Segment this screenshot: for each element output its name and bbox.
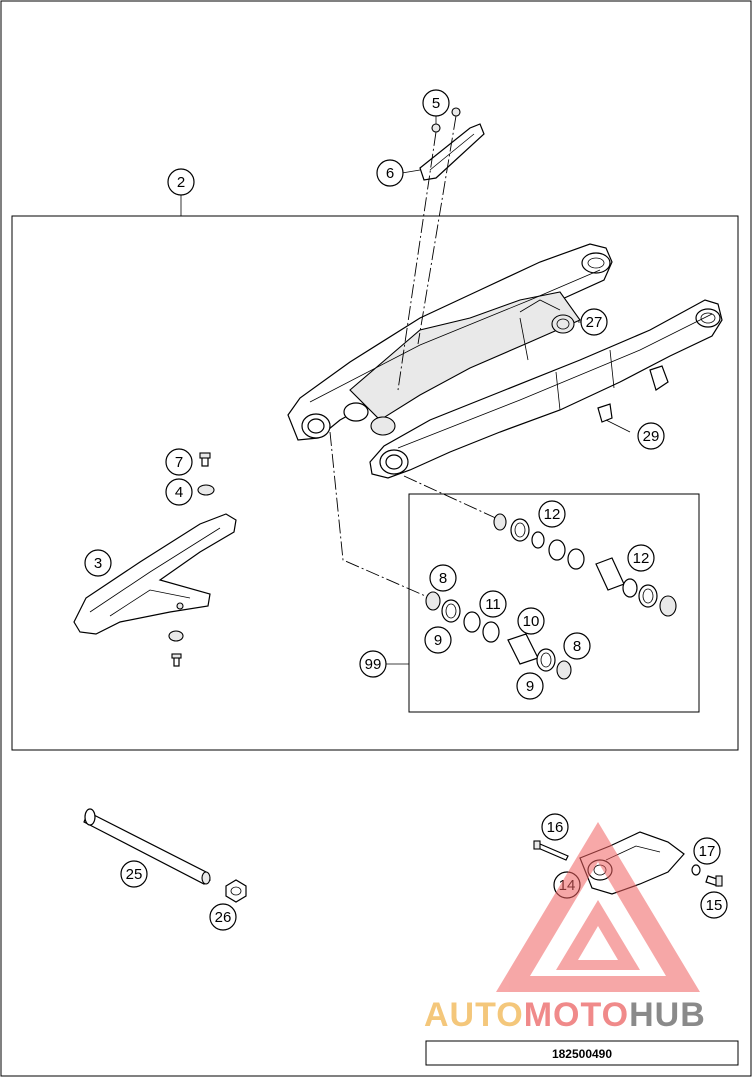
- callout-9a-label: 9: [434, 632, 442, 649]
- part-number: 182500490: [552, 1047, 612, 1061]
- callout-25: 25: [120, 860, 148, 888]
- callout-8a-label: 8: [439, 570, 447, 587]
- callout-4: 4: [165, 478, 193, 506]
- swingarm-assembly-frame: [11, 215, 739, 751]
- callout-7: 7: [165, 448, 193, 476]
- callout-15-label: 15: [706, 897, 723, 914]
- callout-15: 15: [700, 891, 728, 919]
- callout-2-label: 2: [177, 174, 185, 191]
- bearing-row-upper: [493, 513, 677, 617]
- watermark-moto: MOTO: [524, 996, 629, 1034]
- callout-26: 26: [209, 903, 237, 931]
- bolt-part-16: [533, 840, 569, 861]
- callout-6: 6: [376, 159, 404, 187]
- callout-10-label: 10: [523, 613, 540, 630]
- callout-8b-label: 8: [573, 638, 581, 655]
- callout-7-label: 7: [175, 454, 183, 471]
- callout-9a: 9: [424, 626, 452, 654]
- callout-8a: 8: [429, 564, 457, 592]
- callout-6-label: 6: [386, 165, 394, 182]
- swingarm-part: [287, 243, 723, 479]
- callout-17: 17: [693, 837, 721, 865]
- callout-12b: 12: [627, 544, 655, 572]
- callout-11: 11: [479, 590, 507, 618]
- callout-12a-label: 12: [544, 506, 561, 523]
- callout-2: 2: [167, 168, 195, 196]
- screw-part-15: [705, 875, 723, 887]
- callout-25-label: 25: [126, 866, 143, 883]
- washer-part-4: [197, 484, 215, 496]
- bracket-part-6: [419, 107, 485, 181]
- callout-27-label: 27: [586, 314, 603, 331]
- screw-part-7: [199, 452, 211, 467]
- watermark-hub: HUB: [629, 996, 706, 1034]
- part-number-box: [425, 1040, 739, 1066]
- watermark-auto: AUTO: [424, 996, 524, 1034]
- callout-10: 10: [517, 607, 545, 635]
- callout-29-label: 29: [643, 428, 660, 445]
- callout-5: 5: [422, 89, 450, 117]
- callout-8b: 8: [563, 632, 591, 660]
- callout-26-label: 26: [215, 909, 232, 926]
- callout-16: 16: [541, 813, 569, 841]
- callout-3-label: 3: [94, 555, 102, 572]
- chain-slider-part-3: [73, 513, 237, 635]
- nut-part-26: [225, 879, 247, 903]
- callout-12a: 12: [538, 500, 566, 528]
- axle-part-25: [83, 808, 211, 885]
- watermark-logo: [496, 822, 700, 992]
- bearing-row-lower: [425, 591, 572, 680]
- callout-99: 99: [359, 650, 387, 678]
- callout-12b-label: 12: [633, 550, 650, 567]
- plug-part-27: [551, 314, 575, 334]
- watermark-text: AUTOMOTOHUB: [424, 996, 706, 1034]
- callout-9b: 9: [516, 672, 544, 700]
- callout-11-label: 11: [485, 596, 501, 613]
- callout-4-label: 4: [175, 484, 183, 501]
- bearing-kit-frame: [408, 493, 700, 713]
- callout-27: 27: [580, 308, 608, 336]
- callout-16-label: 16: [547, 819, 564, 836]
- callout-5-label: 5: [432, 95, 440, 112]
- callout-9b-label: 9: [526, 678, 534, 695]
- callout-29: 29: [637, 422, 665, 450]
- callout-99-label: 99: [365, 656, 382, 673]
- callout-17-label: 17: [699, 843, 716, 860]
- washer-part-17: [691, 864, 701, 876]
- callout-3: 3: [84, 549, 112, 577]
- watermark-triangle-icon: [496, 822, 700, 992]
